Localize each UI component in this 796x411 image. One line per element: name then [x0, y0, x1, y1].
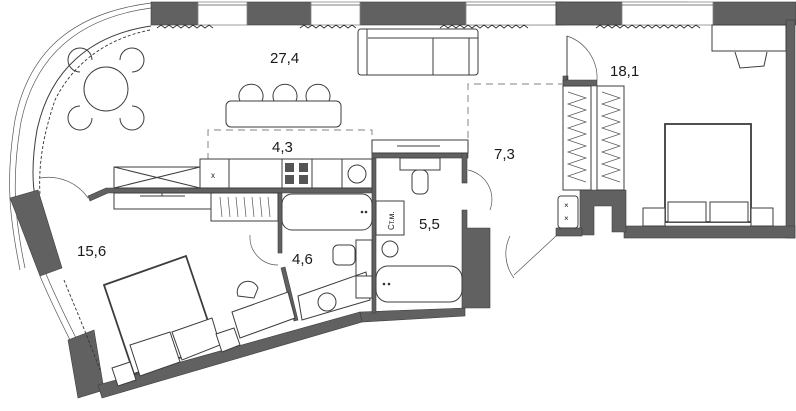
master-bedroom-bottom-wall [623, 225, 796, 239]
shaft-mark: × [564, 201, 569, 210]
curtains [39, 24, 701, 371]
fridge-mark: x [211, 171, 215, 180]
bedroom-tv-wardrobe [113, 192, 279, 222]
utility-shaft: × × [557, 195, 579, 229]
bar-counter [225, 83, 342, 128]
bathroom-2-fixtures: Ст.м. [371, 139, 469, 303]
area-bathroom-1: 4,6 [292, 251, 313, 268]
wardrobes [562, 85, 625, 191]
area-master-bedroom: 18,1 [610, 63, 639, 80]
bathroom-1-fixtures [281, 193, 373, 321]
area-kitchen-zone: 4,3 [272, 139, 293, 156]
washing-machine-label: Ст.м. [387, 212, 396, 231]
area-bathroom-2: 5,5 [419, 216, 440, 233]
master-desk [711, 24, 787, 69]
curved-facade [9, 2, 466, 399]
sofa [357, 28, 479, 76]
doors [39, 35, 598, 279]
hallway-zone-outline [467, 83, 563, 150]
top-exterior-wall [150, 1, 796, 26]
master-bed [642, 123, 774, 227]
area-bedroom: 15,6 [77, 243, 106, 260]
kitchen-zone-outline [207, 129, 373, 160]
kitchen-counter: x [113, 158, 373, 189]
shaft-mark: × [564, 214, 569, 223]
area-living-kitchen: 27,4 [270, 50, 299, 67]
right-exterior-wall [785, 19, 796, 239]
area-labels: 27,4 4,3 7,3 18,1 15,6 4,6 5,5 [77, 50, 639, 268]
dining-table-set [67, 47, 145, 131]
bed-bedroom [102, 254, 296, 387]
area-hallway: 7,3 [494, 146, 515, 163]
